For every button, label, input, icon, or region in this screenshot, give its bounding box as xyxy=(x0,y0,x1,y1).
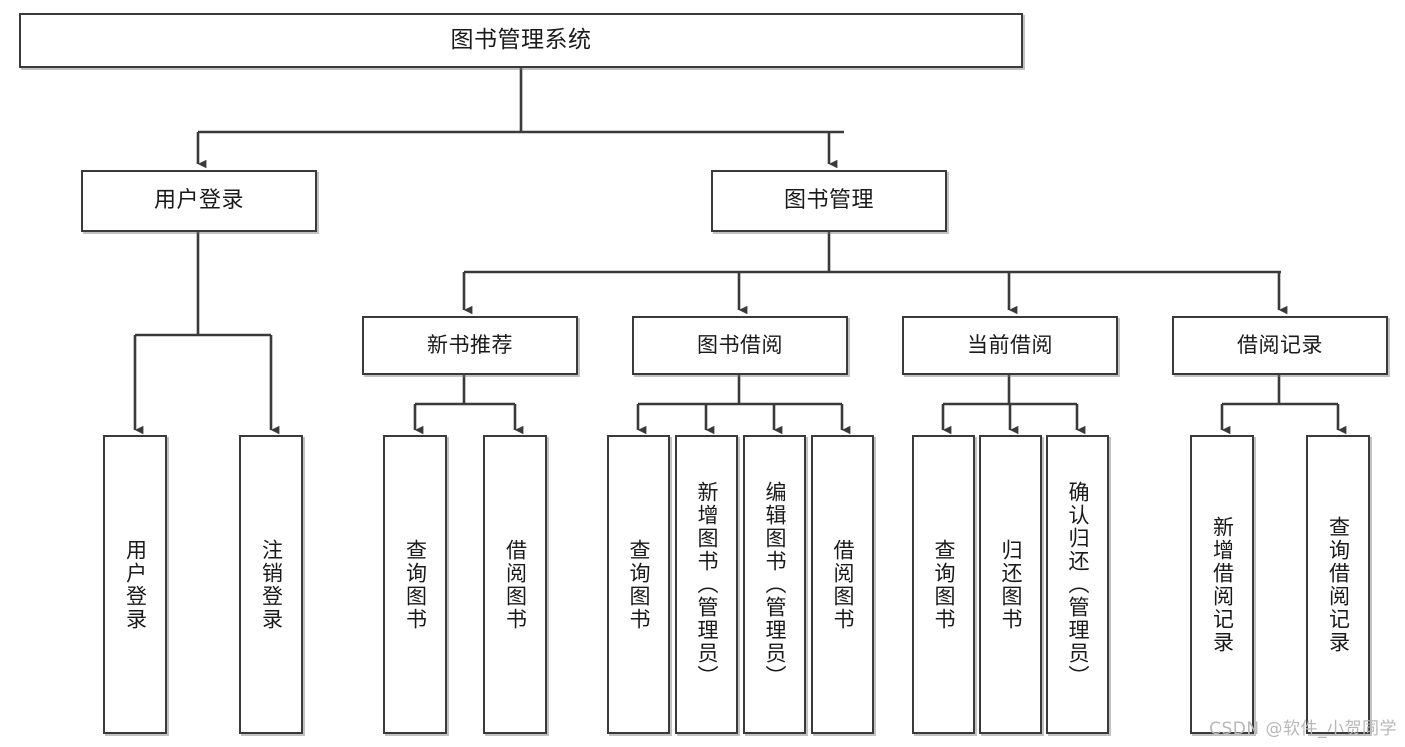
leaf-query-book-3[interactable]: 查询图书 xyxy=(912,435,975,734)
leaf-query-book-1-label: 查询图书 xyxy=(403,538,428,631)
leaf-query-book-2[interactable]: 查询图书 xyxy=(607,435,670,734)
leaf-confirm-return-label: 确认归还（管理员） xyxy=(1066,481,1091,688)
node-root-label: 图书管理系统 xyxy=(450,26,592,53)
node-user-login-label: 用户登录 xyxy=(153,188,244,214)
watermark: CSDN @软件_小贺同学 xyxy=(1209,719,1397,739)
leaf-logout[interactable]: 注销登录 xyxy=(239,435,303,734)
leaf-borrow-book-1[interactable]: 借阅图书 xyxy=(483,435,547,734)
leaf-borrow-book-2-label: 借阅图书 xyxy=(831,538,856,631)
node-book-borrow-label: 图书借阅 xyxy=(697,333,783,358)
node-root[interactable]: 图书管理系统 xyxy=(19,13,1023,68)
node-current-borrow[interactable]: 当前借阅 xyxy=(902,316,1118,375)
node-borrow-record[interactable]: 借阅记录 xyxy=(1172,316,1388,375)
leaf-borrow-book-1-label: 借阅图书 xyxy=(503,538,528,631)
leaf-add-record-label: 新增借阅记录 xyxy=(1210,515,1235,654)
node-book-manage-label: 图书管理 xyxy=(783,188,874,214)
leaf-query-book-2-label: 查询图书 xyxy=(627,538,652,631)
node-current-borrow-label: 当前借阅 xyxy=(967,333,1053,358)
leaf-user-login-label: 用户登录 xyxy=(123,538,148,631)
leaf-query-book-1[interactable]: 查询图书 xyxy=(383,435,447,734)
leaf-confirm-return[interactable]: 确认归还（管理员） xyxy=(1046,435,1109,734)
node-new-book-recommend-label: 新书推荐 xyxy=(427,333,513,358)
node-borrow-record-label: 借阅记录 xyxy=(1237,333,1323,358)
leaf-return-book[interactable]: 归还图书 xyxy=(979,435,1042,734)
node-new-book-recommend[interactable]: 新书推荐 xyxy=(362,316,578,375)
leaf-query-record[interactable]: 查询借阅记录 xyxy=(1306,435,1370,734)
leaf-borrow-book-2[interactable]: 借阅图书 xyxy=(811,435,874,734)
node-book-manage[interactable]: 图书管理 xyxy=(711,170,947,232)
node-book-borrow[interactable]: 图书借阅 xyxy=(632,316,848,375)
node-user-login[interactable]: 用户登录 xyxy=(81,170,317,232)
leaf-edit-book[interactable]: 编辑图书（管理员） xyxy=(743,435,806,734)
leaf-add-book[interactable]: 新增图书（管理员） xyxy=(675,435,738,734)
leaf-logout-label: 注销登录 xyxy=(259,538,284,631)
leaf-user-login[interactable]: 用户登录 xyxy=(103,435,167,734)
leaf-edit-book-label: 编辑图书（管理员） xyxy=(763,481,788,688)
leaf-add-record[interactable]: 新增借阅记录 xyxy=(1190,435,1254,734)
leaf-query-record-label: 查询借阅记录 xyxy=(1326,515,1351,654)
leaf-query-book-3-label: 查询图书 xyxy=(932,538,957,631)
leaf-add-book-label: 新增图书（管理员） xyxy=(695,481,720,688)
leaf-return-book-label: 归还图书 xyxy=(999,538,1024,631)
